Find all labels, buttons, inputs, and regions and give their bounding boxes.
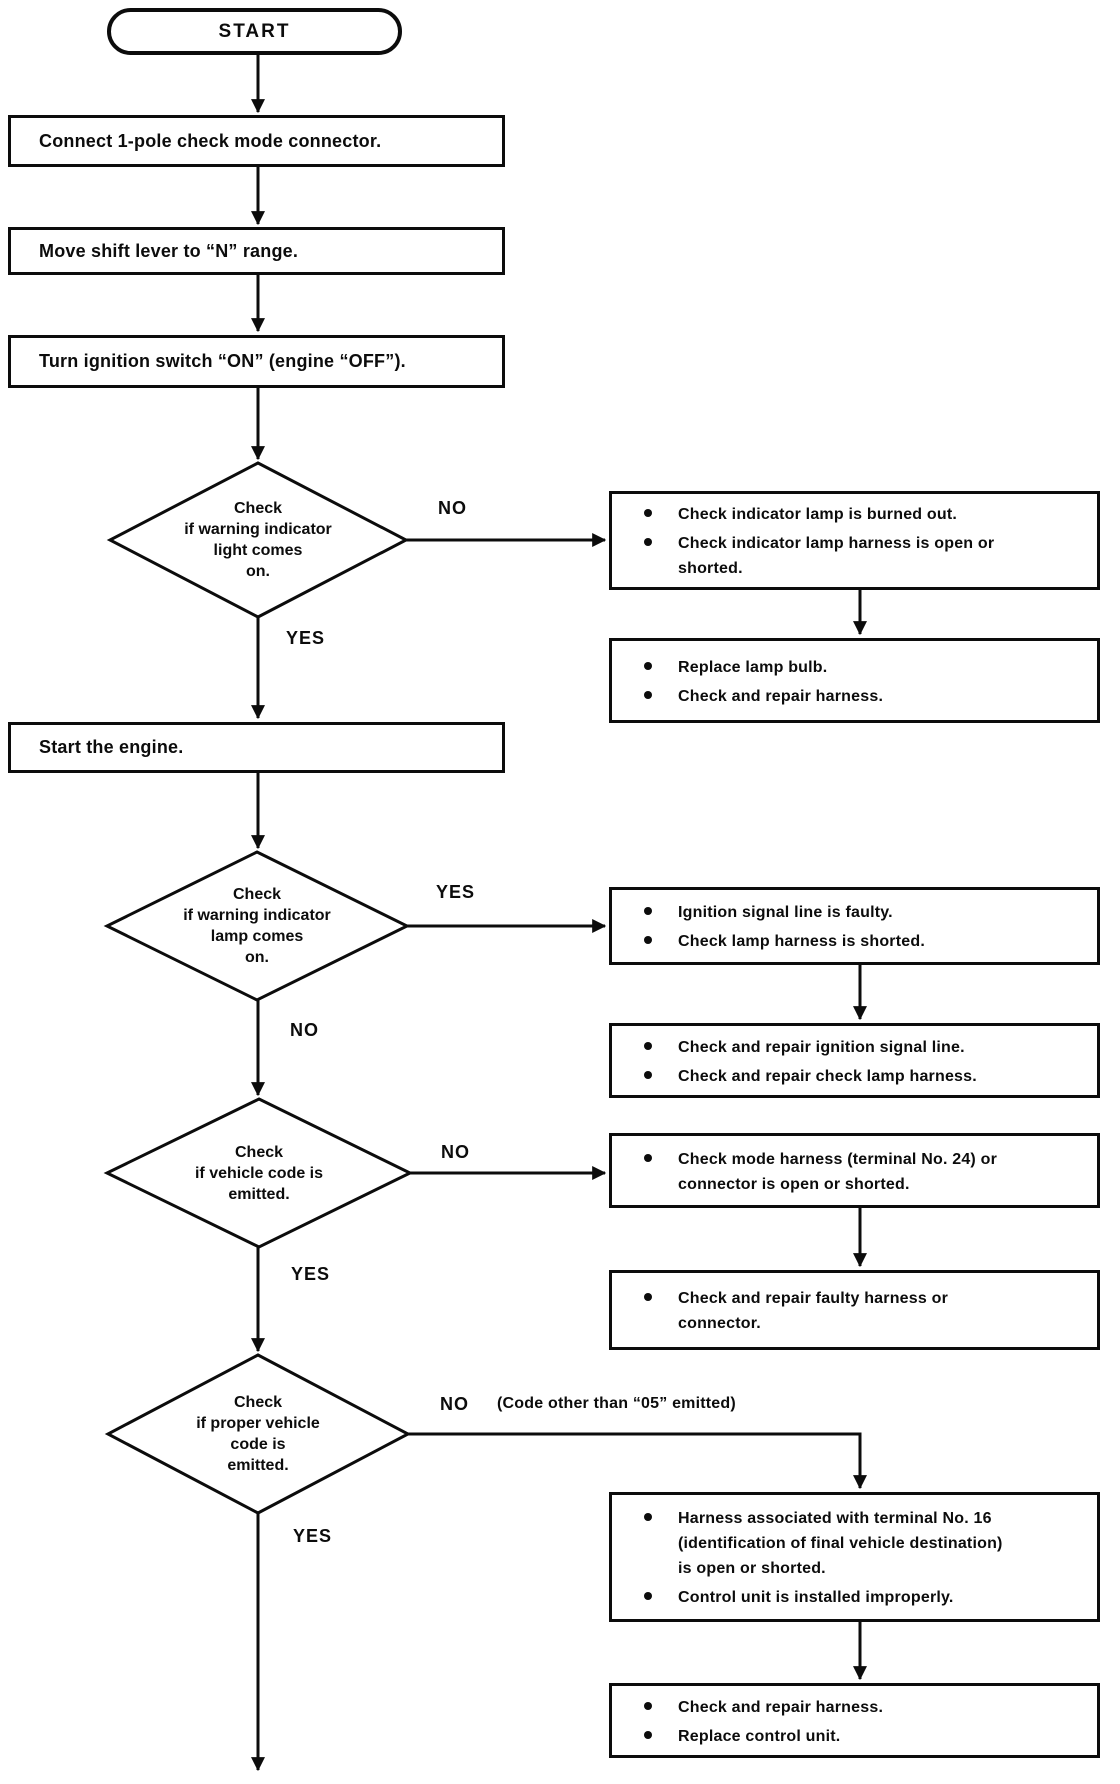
list-item-text: Check indicator lamp is burned out. <box>678 506 958 523</box>
decision-proper-code-text: Check if proper vehicle code is emitted. <box>196 1394 320 1474</box>
process-connect-check-mode-connector: Connect 1-pole check mode connector. <box>8 115 505 167</box>
list-item-text: Ignition signal line is faulty. <box>678 904 893 921</box>
branch-label-d1-yes: YES <box>286 628 326 648</box>
list-item: Check and repair faulty harness or conne… <box>642 1286 1079 1336</box>
list-item: Replace lamp bulb. <box>642 655 1079 680</box>
list-item-text: Check mode harness (terminal No. 24) or … <box>678 1150 998 1193</box>
branch-label-d4-no: NO <box>440 1394 469 1414</box>
bullet-icon <box>644 1730 652 1739</box>
result-box-repair-ignition-signal: Check and repair ignition signal line. C… <box>609 1023 1100 1098</box>
list-item: Check indicator lamp is burned out. <box>642 502 1079 527</box>
list-item-text: Check and repair faulty harness or conne… <box>678 1290 949 1332</box>
branch-label-d3-yes: YES <box>291 1264 331 1284</box>
bullet-icon <box>644 1701 652 1710</box>
decision-warning-light-text: Check if warning indicator light comes o… <box>184 500 332 580</box>
result-box-replace-lamp-bulb: Replace lamp bulb. Check and repair harn… <box>609 638 1100 723</box>
decision-proper-code-shape <box>104 1353 412 1515</box>
result-box-lamp-burned-out: Check indicator lamp is burned out. Chec… <box>609 491 1100 590</box>
decision-warning-light-shape <box>106 461 410 619</box>
decision-vehicle-code-text: Check if vehicle code is emitted. <box>194 1144 324 1203</box>
list-item: Check indicator lamp harness is open or … <box>642 531 1079 581</box>
result-box-repair-faulty-harness: Check and repair faulty harness or conne… <box>609 1270 1100 1350</box>
list-item-text: Check and repair ignition signal line. <box>678 1038 965 1056</box>
list-item: Replace control unit. <box>642 1724 1079 1749</box>
arrow-d4-no-elbow <box>408 1432 867 1490</box>
decision-vehicle-code-shape <box>103 1097 414 1249</box>
list-item: Check and repair harness. <box>642 684 1079 709</box>
bullet-icon <box>644 509 652 517</box>
start-node: START <box>107 8 402 55</box>
list-item-text: Check and repair harness. <box>678 687 884 705</box>
list-item: Check mode harness (terminal No. 24) or … <box>642 1147 1079 1197</box>
result-box-replace-control-unit: Check and repair harness. Replace contro… <box>609 1683 1100 1758</box>
list-item: Check lamp harness is shorted. <box>642 929 1079 954</box>
decision-warning-lamp-text: Check if warning indicator lamp comes on… <box>183 886 331 966</box>
bullet-icon <box>644 936 652 944</box>
list-item-text: Check and repair check lamp harness. <box>678 1067 977 1085</box>
bullet-icon <box>644 661 652 670</box>
bullet-icon <box>644 690 652 699</box>
branch-label-d4-yes: YES <box>293 1526 333 1546</box>
list-item-text: Replace lamp bulb. <box>678 658 828 676</box>
bullet-icon <box>644 1070 652 1079</box>
list-item: Check and repair check lamp harness. <box>642 1064 1079 1089</box>
result-box-ignition-signal-faulty: Ignition signal line is faulty. Check la… <box>609 887 1100 965</box>
list-item-text: Check lamp harness is shorted. <box>678 933 925 950</box>
process-start-engine: Start the engine. <box>8 722 505 773</box>
list-item-text: Check indicator lamp harness is open or … <box>678 535 995 577</box>
list-item: Control unit is installed improperly. <box>642 1585 1079 1610</box>
bullet-icon <box>644 1592 652 1600</box>
list-item: Check and repair harness. <box>642 1695 1079 1720</box>
process-move-shift-lever: Move shift lever to “N” range. <box>8 227 505 275</box>
list-item-text: Replace control unit. <box>678 1727 841 1745</box>
bullet-icon <box>644 1041 652 1050</box>
branch-note-code-other: (Code other than “05” emitted) <box>497 1395 736 1412</box>
branch-label-d2-yes: YES <box>436 882 476 902</box>
list-item-text: Control unit is installed improperly. <box>678 1589 954 1606</box>
bullet-icon <box>644 1513 652 1521</box>
decision-warning-lamp-shape <box>103 850 411 1002</box>
branch-label-d2-no: NO <box>290 1020 319 1040</box>
list-item-text: Check and repair harness. <box>678 1698 884 1716</box>
branch-label-d3-no: NO <box>441 1142 470 1162</box>
list-item-text: Harness associated with terminal No. 16 … <box>678 1510 1003 1577</box>
list-item: Harness associated with terminal No. 16 … <box>642 1506 1079 1581</box>
list-item: Check and repair ignition signal line. <box>642 1035 1079 1060</box>
process-turn-ignition-on: Turn ignition switch “ON” (engine “OFF”)… <box>8 335 505 388</box>
bullet-icon <box>644 907 652 915</box>
bullet-icon <box>644 1153 652 1162</box>
branch-label-d1-no: NO <box>438 498 467 518</box>
result-box-check-mode-harness: Check mode harness (terminal No. 24) or … <box>609 1133 1100 1208</box>
list-item: Ignition signal line is faulty. <box>642 900 1079 925</box>
bullet-icon <box>644 538 652 546</box>
bullet-icon <box>644 1293 652 1301</box>
result-box-terminal-16-harness: Harness associated with terminal No. 16 … <box>609 1492 1100 1622</box>
